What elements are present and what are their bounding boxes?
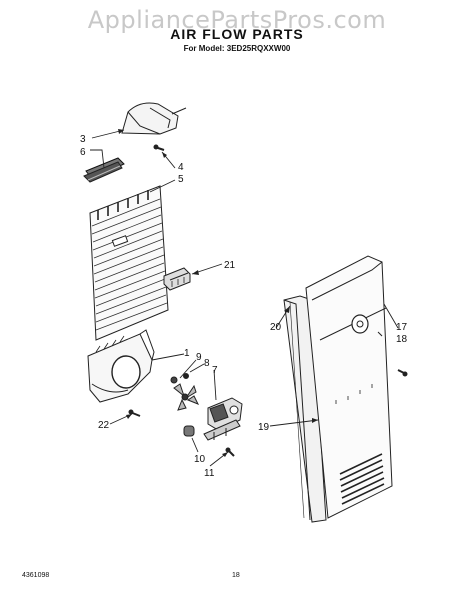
callout-labels: 3 6 4 5 21 20 17 18 19 1 9 8 7 22 10 11	[80, 134, 408, 479]
screw-part-11	[225, 447, 235, 457]
fan-blade-part	[173, 383, 200, 411]
callout-19: 19	[258, 422, 270, 433]
callout-7: 7	[212, 365, 218, 376]
callout-17: 17	[396, 322, 408, 333]
rear-liner-panel	[305, 255, 393, 519]
callout-3: 3	[80, 134, 86, 145]
document-number: 4361098	[22, 572, 50, 579]
page-number: 18	[232, 572, 240, 579]
callout-11: 11	[204, 468, 215, 479]
callout-21: 21	[224, 260, 236, 271]
leader-arrowheads	[118, 129, 318, 457]
callout-9: 9	[196, 352, 202, 363]
callout-22: 22	[98, 420, 110, 431]
screw-part-22	[128, 409, 141, 417]
screw-part-4	[153, 144, 165, 151]
fan-motor-part	[203, 397, 243, 441]
callout-8: 8	[204, 358, 210, 369]
evaporator-cover-panel	[89, 185, 169, 341]
callout-18: 18	[396, 334, 408, 345]
callout-5: 5	[178, 174, 184, 185]
callout-1: 1	[184, 348, 190, 359]
callout-20: 20	[270, 322, 282, 333]
clip-part-21	[163, 267, 191, 291]
watermark-logo: AppliancePartsPros.com	[87, 6, 387, 34]
model-subtitle: For Model: 3ED25RQXXW00	[183, 44, 291, 53]
fan-shroud-part	[87, 329, 155, 403]
gasket-strip-part	[283, 295, 327, 523]
callout-6: 6	[80, 147, 86, 158]
page-title: AIR FLOW PARTS	[170, 26, 304, 42]
screw-part-18	[397, 369, 408, 377]
washer-part-9	[170, 373, 189, 384]
air-duct-cover-part	[121, 102, 187, 135]
damper-part	[83, 157, 125, 183]
callout-10: 10	[194, 454, 206, 465]
grommet-part-10	[183, 425, 195, 437]
callout-4: 4	[178, 162, 184, 173]
